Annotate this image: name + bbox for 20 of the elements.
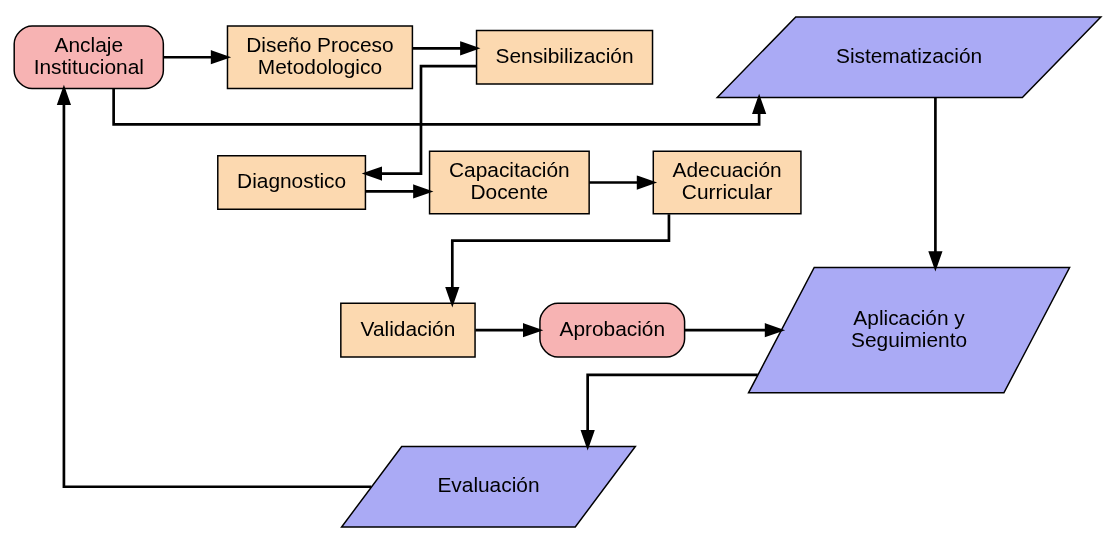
node-box: Sensibilización <box>475 29 654 85</box>
arrow <box>589 175 658 190</box>
arrow <box>365 184 434 199</box>
arrow <box>580 373 758 451</box>
node-box: Validación <box>340 302 476 358</box>
node-box: Diseño Proceso Metodologico <box>226 25 414 90</box>
arrow <box>412 41 481 56</box>
arrow <box>163 50 232 65</box>
arrow <box>684 323 786 338</box>
node-box: Diagnostico <box>217 154 367 211</box>
arrow <box>445 214 671 308</box>
node-box: Adecuación Curricular <box>652 150 802 215</box>
arrow <box>928 97 943 272</box>
node-box: Anclaje Institucional <box>13 25 165 90</box>
node-box: Capacitación Docente <box>428 150 590 215</box>
arrow <box>475 323 544 338</box>
node-box: Aprobación <box>539 302 686 358</box>
arrow <box>56 84 372 489</box>
arrow <box>112 88 767 126</box>
arrow <box>361 64 477 181</box>
